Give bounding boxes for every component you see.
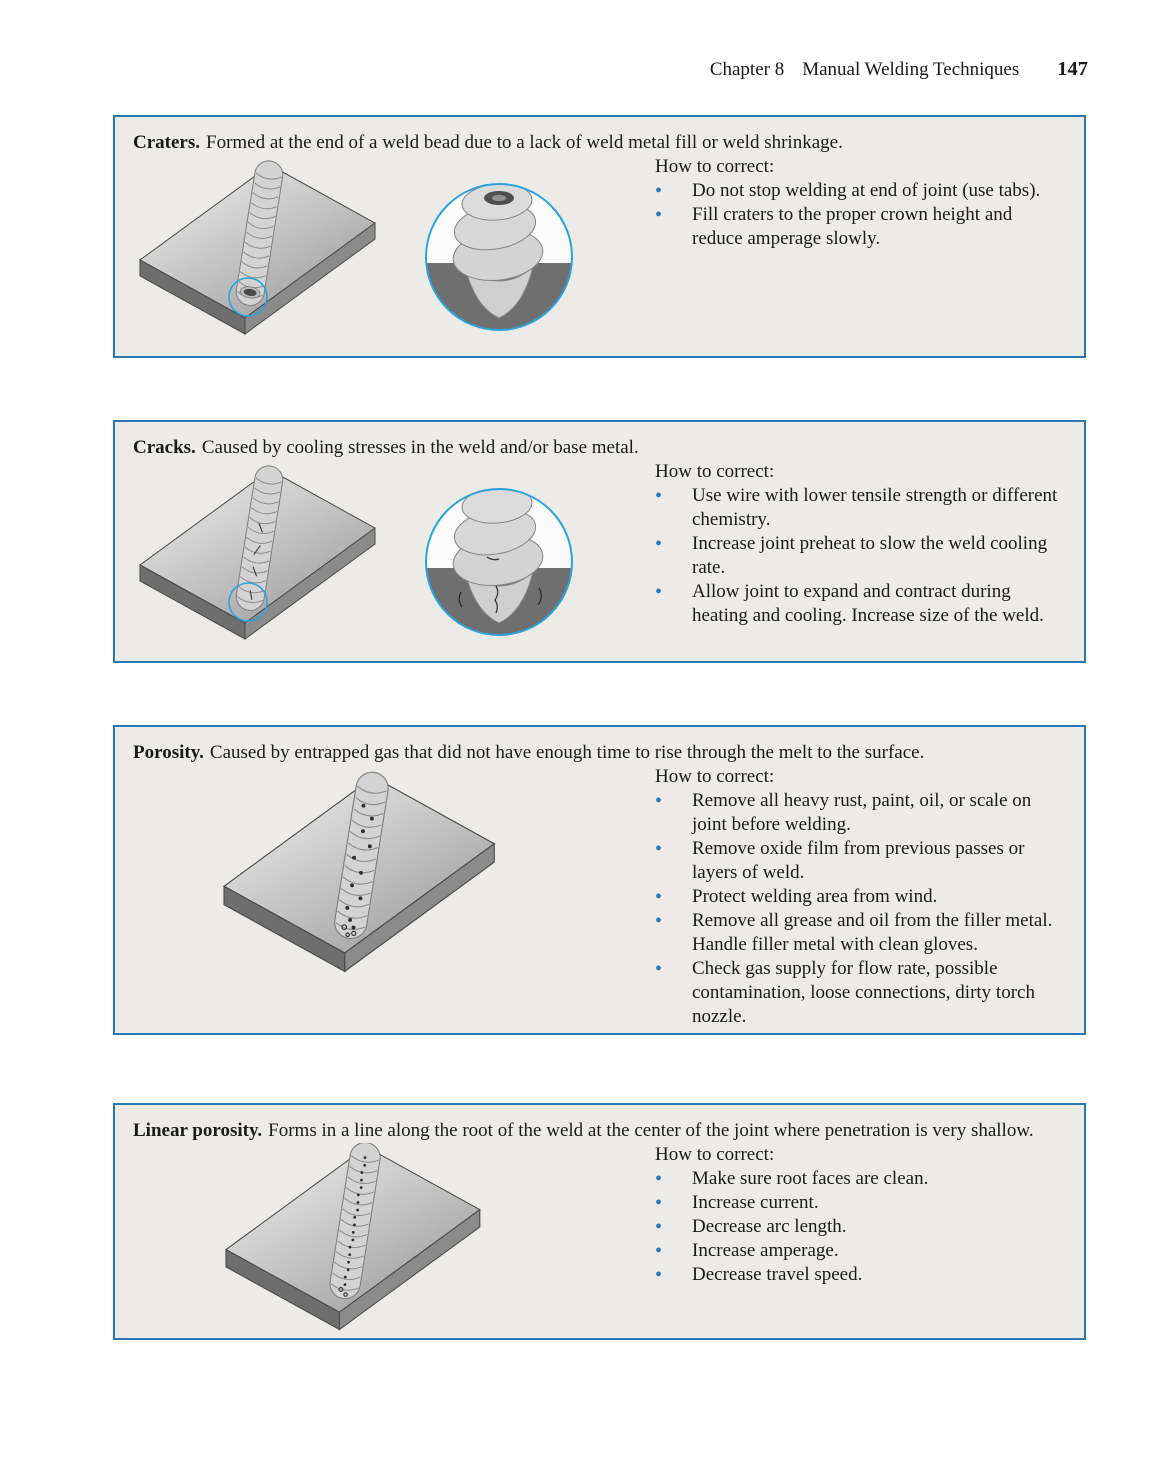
zoom-inset xyxy=(425,488,573,636)
bullet-icon: • xyxy=(655,1168,663,1190)
defect-term: Cracks. xyxy=(133,437,196,458)
crack-defects xyxy=(249,522,263,600)
crater-highlight-circle xyxy=(228,277,268,317)
weld-bead xyxy=(233,463,286,613)
correction-item: •Remove all grease and oil from the fill… xyxy=(655,910,1053,955)
zoom-circle-outline xyxy=(425,488,573,636)
bullet-icon: • xyxy=(655,1240,663,1262)
correction-item: •Check gas supply for flow rate, possibl… xyxy=(655,958,1035,1027)
cracks-illustration xyxy=(139,463,573,640)
bullet-icon: • xyxy=(655,1216,663,1238)
defect-term: Linear porosity. xyxy=(133,1120,263,1141)
running-title: Manual Welding Techniques xyxy=(802,59,1020,80)
correction-column: How to correct: •Use wire with lower ten… xyxy=(655,460,1067,628)
bullet-icon: • xyxy=(655,1192,663,1214)
defect-section-linear-porosity: Linear porosity.Forms in a line along th… xyxy=(113,1103,1086,1340)
defect-term: Craters. xyxy=(133,132,200,153)
defect-section-craters: Craters. Formed at the end of a weld bead… xyxy=(113,115,1086,358)
correction-item: •Decrease arc length. xyxy=(655,1216,847,1238)
how-to-correct-label: How to correct: xyxy=(655,461,775,482)
defect-description: Caused by entrapped gas that did not hav… xyxy=(209,742,925,763)
bullet-icon: • xyxy=(655,958,663,980)
bullet-icon: • xyxy=(655,204,663,226)
crater-defect xyxy=(243,288,257,297)
how-to-correct-label: How to correct: xyxy=(655,156,775,177)
correction-item: •Increase current. xyxy=(655,1192,819,1214)
page-header: Chapter 8 Manual Welding Techniques 147 xyxy=(710,58,1088,81)
bullet-icon: • xyxy=(655,581,663,603)
correction-item: •Remove all heavy rust, paint, oil, or s… xyxy=(655,790,1032,835)
linear-porosity-illustration xyxy=(225,1143,481,1331)
correction-item: •Use wire with lower tensile strength or… xyxy=(655,485,1058,530)
craters-illustration xyxy=(139,158,573,335)
correction-item: •Remove oxide film from previous passes … xyxy=(655,838,1025,883)
linear-porosity-open-pores xyxy=(338,1286,348,1297)
weld-bead xyxy=(331,771,392,942)
zoom-inset xyxy=(425,183,573,331)
chapter-label: Chapter 8 xyxy=(709,59,785,80)
porosity-illustration xyxy=(223,771,495,972)
zoom-circle-outline xyxy=(425,183,573,331)
page-number: 147 xyxy=(1057,58,1088,80)
weld-plate xyxy=(139,158,376,335)
how-to-correct-label: How to correct: xyxy=(655,766,775,787)
defect-section-porosity: Porosity.Caused by entrapped gas that di… xyxy=(113,725,1086,1035)
weld-plate xyxy=(223,771,495,972)
crack-zoom-defects xyxy=(486,556,500,614)
weld-plate xyxy=(225,1143,481,1331)
weld-plate xyxy=(139,463,376,640)
porosity-pores xyxy=(345,803,374,930)
correction-item: •Increase joint preheat to slow the weld… xyxy=(655,533,1048,578)
defect-description: Forms in a line along the root of the we… xyxy=(268,1120,1034,1141)
bullet-icon: • xyxy=(655,886,663,908)
linear-porosity-pores xyxy=(343,1156,367,1287)
correction-item: •Decrease travel speed. xyxy=(655,1264,863,1286)
weld-bead xyxy=(233,158,286,308)
bullet-icon: • xyxy=(655,910,663,932)
defect-intro: Craters. Formed at the end of a weld bead… xyxy=(133,131,1066,155)
correction-list: •Do not stop welding at end of joint (us… xyxy=(655,179,1067,251)
bullet-icon: • xyxy=(655,790,663,812)
defect-term: Porosity. xyxy=(133,742,204,763)
correction-item: •Do not stop welding at end of joint (us… xyxy=(655,180,1041,202)
porosity-open-pores xyxy=(341,924,357,938)
bullet-icon: • xyxy=(655,485,663,507)
correction-column: How to correct: •Remove all heavy rust, … xyxy=(655,765,1067,1029)
correction-item: •Protect welding area from wind. xyxy=(655,886,938,908)
correction-item: •Allow joint to expand and contract duri… xyxy=(655,581,1044,626)
bullet-icon: • xyxy=(655,180,663,202)
correction-column: How to correct: •Do not stop welding at … xyxy=(655,155,1067,251)
defect-intro: Linear porosity.Forms in a line along th… xyxy=(133,1119,1066,1143)
weld-bead xyxy=(327,1143,383,1302)
defect-intro: Cracks.Caused by cooling stresses in the… xyxy=(133,436,1066,460)
bullet-icon: • xyxy=(655,533,663,555)
correction-item: •Increase amperage. xyxy=(655,1240,839,1262)
crack-highlight-circle xyxy=(228,582,268,622)
defect-intro: Porosity.Caused by entrapped gas that di… xyxy=(133,741,1066,765)
correction-item: •Make sure root faces are clean. xyxy=(655,1168,929,1190)
bullet-icon: • xyxy=(655,838,663,860)
defect-description: Caused by cooling stresses in the weld a… xyxy=(201,437,639,458)
defect-description: Formed at the end of a weld bead due to … xyxy=(206,132,843,153)
defect-section-cracks: Cracks.Caused by cooling stresses in the… xyxy=(113,420,1086,663)
bullet-icon: • xyxy=(655,1264,663,1286)
correction-list: •Make sure root faces are clean. •Increa… xyxy=(655,1167,1067,1287)
how-to-correct-label: How to correct: xyxy=(655,1144,775,1165)
correction-item: •Fill craters to the proper crown height… xyxy=(655,204,1013,249)
correction-column: How to correct: •Make sure root faces ar… xyxy=(655,1143,1067,1287)
correction-list: •Remove all heavy rust, paint, oil, or s… xyxy=(655,789,1067,1029)
correction-list: •Use wire with lower tensile strength or… xyxy=(655,484,1067,628)
